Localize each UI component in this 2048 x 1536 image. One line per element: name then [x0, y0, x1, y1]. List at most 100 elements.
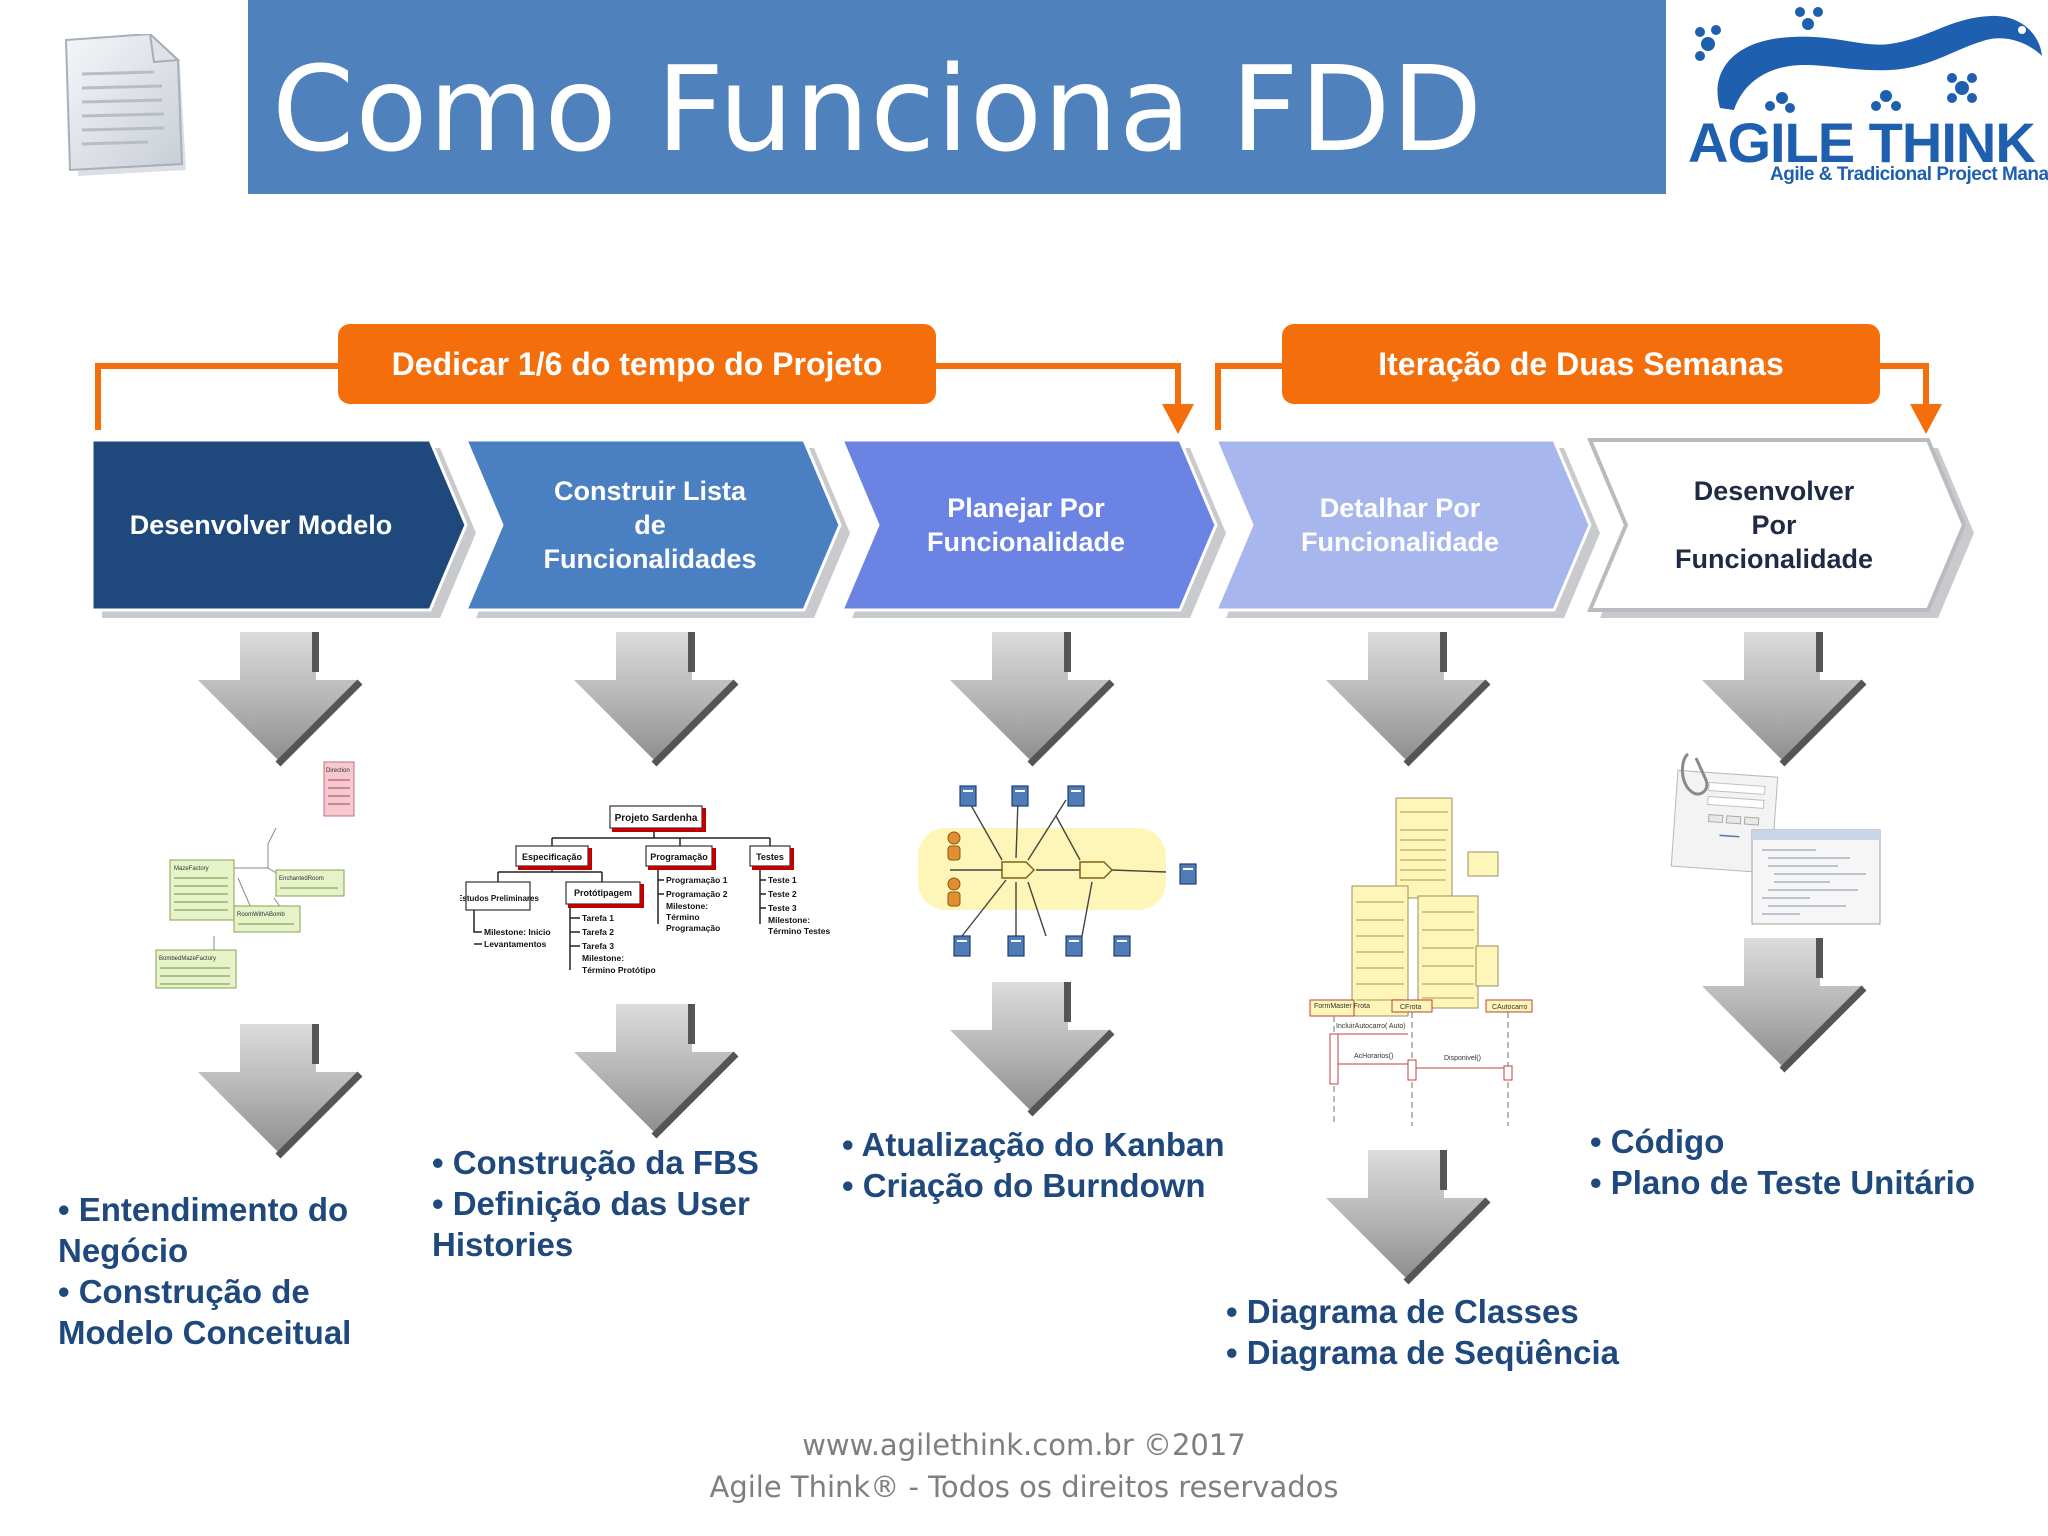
step-label-line: Funcionalidades: [543, 544, 757, 574]
fbs-leaf: Milestone:: [666, 901, 708, 911]
fbs-sub-estudos: Estudos Preliminares: [460, 894, 539, 903]
step-label-desenvolver-modelo: Desenvolver Modelo: [92, 440, 430, 610]
output-detalhar: • Diagrama de Classes • Diagrama de Seqü…: [1226, 1291, 1619, 1373]
down-arrow-icon: [574, 632, 739, 767]
output-line: Negócio: [58, 1232, 189, 1269]
footer-copyright: Agile Think® - Todos os direitos reserva…: [709, 1470, 1339, 1504]
class-box-direction: Direction: [326, 768, 350, 774]
chevron-desenvolver-modelo: [90, 438, 468, 612]
fbs-leaf: Tarefa 2: [582, 927, 614, 937]
down-arrow-icon: [198, 632, 363, 767]
step-label-line: Construir Lista: [553, 476, 746, 506]
chevron-detalhar: [1213, 438, 1592, 612]
class-box-bombedmazefactory: BombedMazeFactory: [159, 956, 216, 962]
title-bar: [248, 0, 1666, 194]
fbs-leaf: Programação 2: [666, 889, 728, 899]
phase-banner-modeling: Dedicar 1/6 do tempo do Projeto: [338, 324, 936, 404]
class-model-thumbnail: Direction MazeFactory EnchantedRoom Room…: [155, 761, 355, 989]
class-box-enchantedroom: EnchantedRoom: [279, 876, 324, 882]
fbs-leaf: Teste 2: [768, 889, 797, 899]
down-arrow-icon: [950, 982, 1115, 1117]
output-line: Modelo Conceitual: [58, 1314, 352, 1351]
fbs-branch-programacao: Programação: [650, 852, 708, 862]
step-label-text: Desenvolver Modelo: [130, 508, 393, 542]
output-desenvolver: • Código • Plano de Teste Unitário: [1590, 1121, 1975, 1203]
fbs-leaf: Término Testes: [768, 926, 830, 936]
fbs-leaf: Tarefa 1: [582, 913, 614, 923]
down-arrow-icon: [1326, 1150, 1491, 1285]
step-label-line: Funcionalidade: [1300, 527, 1500, 557]
output-line: • Código: [1590, 1123, 1725, 1160]
output-line: • Diagrama de Classes: [1226, 1293, 1579, 1330]
output-line: • Plano de Teste Unitário: [1590, 1164, 1976, 1201]
code-window-thumbnail: [1670, 752, 1881, 925]
chevron-desenvolver-funcionalidade: [1586, 438, 1967, 612]
step-label-line: Planejar Por: [947, 493, 1105, 523]
fbs-leaf: Programação 1: [666, 875, 728, 885]
fbs-leaf: Término Protótipo: [582, 965, 656, 975]
footer: www.agilethink.com.br ©2017 Agile Think®…: [0, 1424, 2048, 1508]
down-arrow-icon: [1326, 632, 1491, 767]
output-line: • Construção de: [58, 1273, 310, 1310]
class-box-roomwithabomb: RoomWithABomb: [237, 912, 285, 918]
output-line: • Criação do Burndown: [842, 1167, 1206, 1204]
chevron-planejar: [839, 438, 1218, 612]
output-planejar: • Atualização do Kanban • Criação do Bur…: [842, 1124, 1225, 1206]
output-line: Histories: [432, 1226, 574, 1263]
step-label-line: Desenvolver: [1693, 476, 1855, 506]
process-flow-thumbnail: [918, 785, 1197, 957]
output-lista: • Construção da FBS • Definição das User…: [432, 1142, 759, 1265]
fbs-leaf: Milestone: Inicio: [484, 927, 551, 937]
seq-label-cfrota: CFrota: [1400, 1004, 1422, 1011]
fbs-leaf: Milestone:: [768, 915, 810, 925]
fbs-branch-especificacao: Especificação: [522, 852, 583, 862]
step-label-line: Desenvolver Modelo: [129, 510, 393, 540]
fbs-branch-testes: Testes: [756, 852, 784, 862]
phase-brackets: [95, 363, 1942, 434]
step-label-line: Funcionalidade: [926, 527, 1126, 557]
fbs-leaf: Teste 3: [768, 903, 797, 913]
fbs-leaf: Levantamentos: [484, 939, 547, 949]
gecko-icon: [1695, 7, 2042, 113]
fbs-leaf: Teste 1: [768, 875, 797, 885]
output-line: • Entendimento do: [58, 1191, 349, 1228]
seq-label-incluir: IncluirAutocarro( Auto): [1336, 1023, 1406, 1030]
seq-label-formmaster: FormMaster Frota: [1314, 1003, 1370, 1010]
document-icon: [64, 34, 186, 176]
output-line: • Construção da FBS: [432, 1144, 759, 1181]
chevron-construir-lista: [463, 438, 842, 612]
output-line: • Definição das User: [432, 1185, 750, 1222]
step-label-line: Funcionalidade: [1674, 544, 1874, 574]
step-label-line: de: [634, 510, 666, 540]
step-label-line: Detalhar Por: [1319, 493, 1481, 523]
logo-text: AGILE THINK: [1688, 111, 2036, 174]
fbs-leaf: Tarefa 3: [582, 941, 614, 951]
phase-banner-iteration: Iteração de Duas Semanas: [1282, 324, 1880, 404]
down-arrow-icon: [950, 632, 1115, 767]
fbs-sub-prototipagem: Protótipagem: [574, 888, 632, 898]
output-line: • Atualização do Kanban: [842, 1126, 1225, 1163]
fbs-root: Projeto Sardenha: [615, 813, 698, 824]
class-box-mazefactory: MazeFactory: [174, 866, 209, 872]
fbs-leaf: Programação: [666, 923, 720, 933]
down-arrow-icon: [574, 1004, 739, 1139]
page-title: Como Funciona FDD: [272, 40, 1484, 178]
logo-subtitle: Agile & Tradicional Project Management: [1770, 164, 2048, 185]
footer-website: www.agilethink.com.br ©2017: [802, 1428, 1246, 1462]
fbs-leaf: Término: [666, 912, 700, 922]
output-line: • Diagrama de Seqüência: [1226, 1334, 1620, 1371]
step-label-line: Por: [1751, 510, 1797, 540]
seq-label-cautocarro: CAutocarro: [1492, 1004, 1528, 1011]
output-modelo: • Entendimento do Negócio • Construção d…: [58, 1189, 351, 1353]
process-chevrons: [90, 438, 1974, 618]
seq-label-disponivel: Disponivel(): [1444, 1055, 1481, 1062]
down-arrow-icon: [1702, 632, 1867, 767]
